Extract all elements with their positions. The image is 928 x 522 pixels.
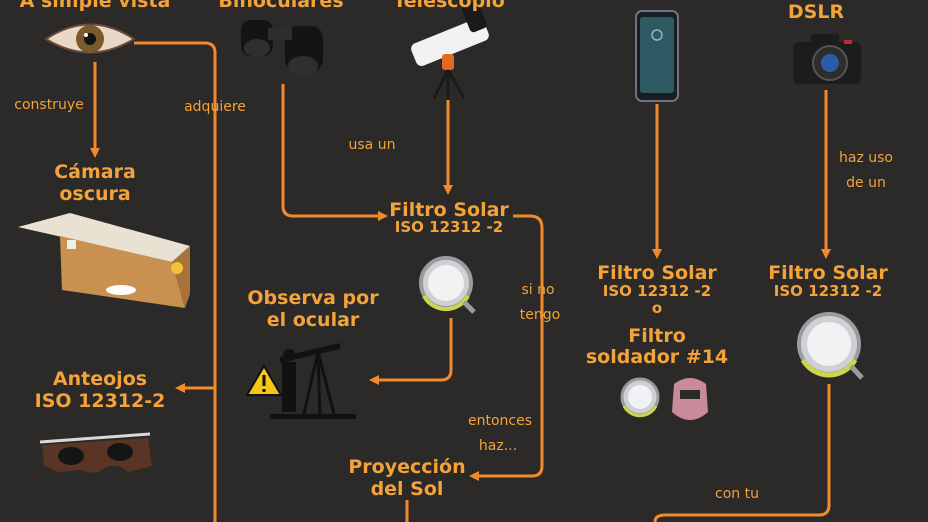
edge-label-haz-uso: haz uso [839, 150, 893, 166]
line-dslr-filtro-down [653, 384, 831, 522]
edge-label-tengo: tengo [519, 307, 561, 323]
observer-silhouette-icon [270, 343, 356, 419]
dslr-camera-icon [793, 34, 861, 84]
node-binoculares: Binoculares [218, 0, 344, 12]
smartphone-icon [635, 10, 679, 102]
node-simple-vista: A simple vista [19, 0, 171, 12]
node-telescopio: Telescopio [393, 0, 505, 12]
node-filtro-solar-phone: Filtro Solar [597, 262, 717, 284]
small-solar-filter-icon [620, 377, 660, 418]
arrow-filtro-to-observa [369, 318, 453, 385]
edge-label-adquiere: adquiere [184, 99, 246, 115]
node-filtro-solar-dslr: Filtro Solar [768, 262, 888, 284]
node-anteojos-line1: Anteojos [52, 368, 148, 390]
edge-label-construye: construye [14, 97, 84, 113]
edge-label-con-tu: con tu [715, 486, 759, 502]
node-proyeccion-line1: Proyección [348, 456, 466, 478]
node-observa-line1: Observa por [247, 287, 379, 309]
line-vista-to-anteojos [134, 41, 217, 522]
dslr-solar-filter-icon [797, 312, 864, 380]
node-camara-oscura-line1: Cámara [54, 161, 136, 183]
edge-label-de-un: de un [846, 175, 886, 191]
eye-icon [44, 23, 136, 54]
binoculars-icon [241, 20, 323, 76]
node-dslr: DSLR [787, 1, 845, 23]
node-filtro-solar-dslr-iso: ISO 12312 -2 [773, 282, 883, 300]
welding-mask-icon [672, 378, 708, 420]
edge-label-si-no: si no [521, 282, 555, 298]
warning-icon [245, 364, 283, 396]
node-filtro-soldador-line2: soldador #14 [585, 346, 729, 368]
node-camara-oscura-line2: oscura [59, 183, 131, 205]
telescope-icon [411, 1, 489, 100]
node-observa-line2: el ocular [266, 309, 360, 331]
solar-filter-icon [419, 256, 476, 314]
node-filtro-solar-center-iso: ISO 12312 -2 [394, 218, 504, 236]
node-filtro-solar-phone-iso: ISO 12312 -2 [602, 282, 712, 300]
node-filtro-soldador-line1: Filtro [628, 325, 686, 347]
pinhole-box-icon [18, 213, 190, 308]
edge-label-entonces: entonces [467, 413, 533, 429]
solar-glasses-icon [39, 432, 152, 473]
node-proyeccion-line2: del Sol [370, 478, 444, 500]
edge-label-haz: haz... [478, 438, 518, 454]
edge-label-usa-un: usa un [348, 137, 396, 153]
arrow-filtro-to-proyeccion [469, 214, 544, 481]
node-filtro-solar-phone-or: o [651, 299, 663, 317]
node-filtro-solar-center: Filtro Solar [389, 199, 509, 221]
arrow-binoculares-to-filtro [281, 84, 388, 221]
node-anteojos-line2: ISO 12312-2 [34, 390, 166, 412]
